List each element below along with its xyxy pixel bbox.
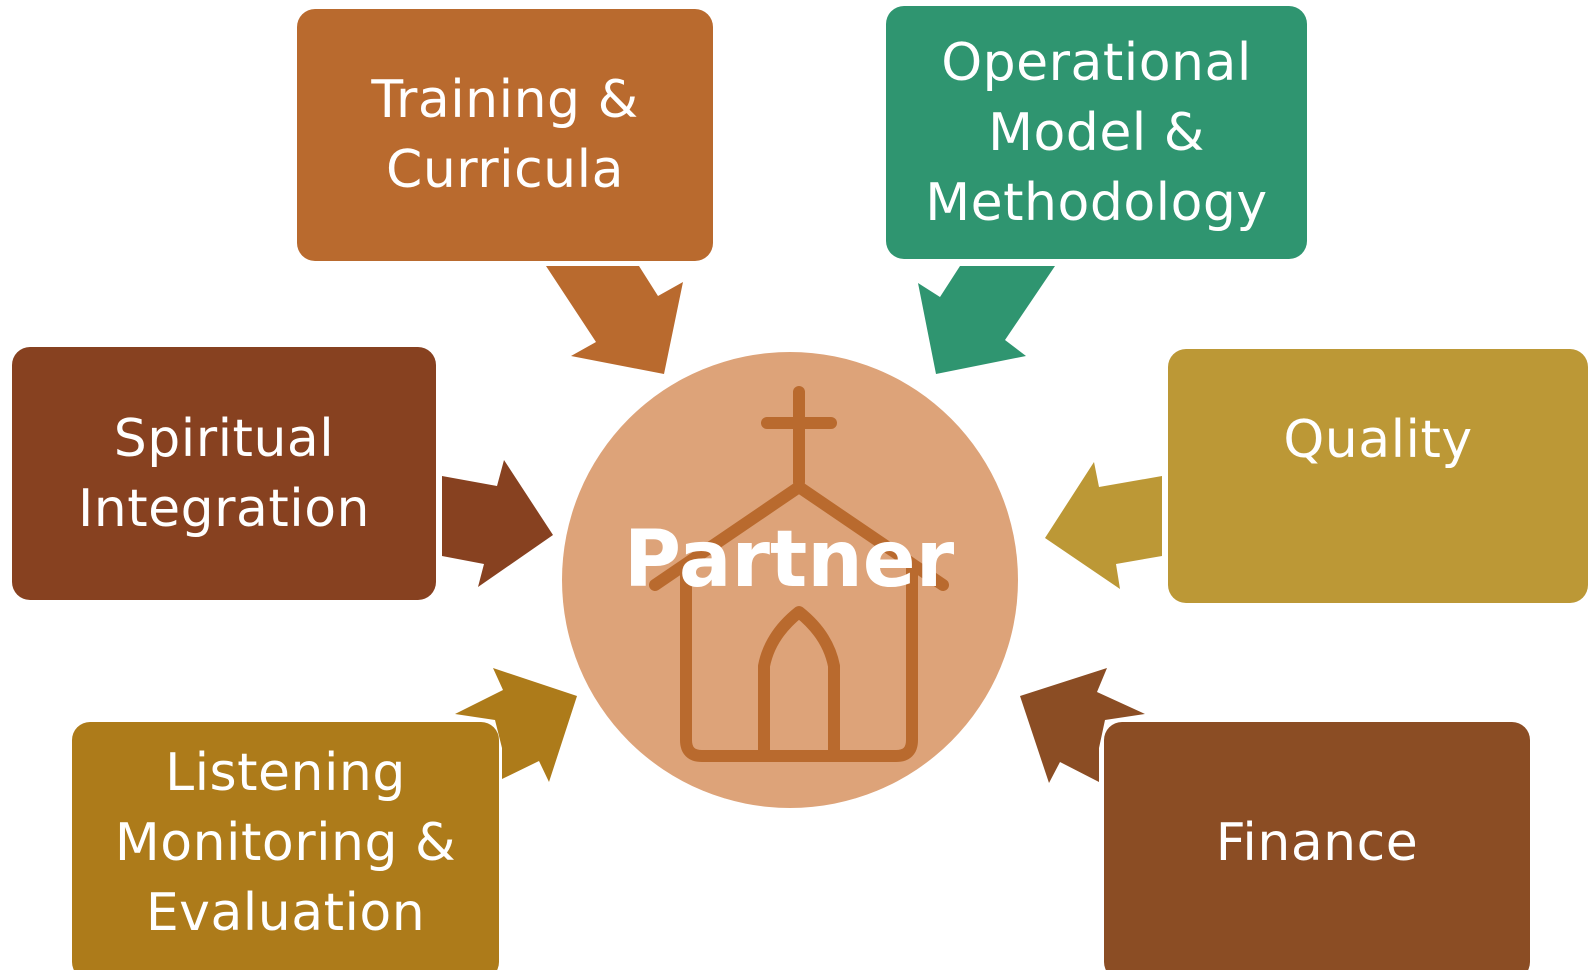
box-training-curricula-label: Training & Curricula — [371, 70, 639, 200]
arrow-quality — [1045, 462, 1162, 589]
church-icon — [649, 386, 949, 762]
arrow-spiritual — [442, 460, 553, 587]
box-spiritual-integration: Spiritual Integration — [12, 347, 436, 600]
arrow-training — [546, 266, 683, 374]
arrow-operational — [918, 266, 1055, 374]
center-label-partner: Partner — [623, 515, 955, 605]
arrow-listening — [455, 668, 577, 782]
box-finance-label: Finance — [1215, 813, 1419, 873]
box-listening-monitoring-evaluation-label: Listening Monitoring & Evaluation — [114, 743, 457, 943]
box-spiritual-integration-label: Spiritual Integration — [77, 408, 371, 539]
box-quality-label: Quality — [1283, 410, 1473, 470]
arrow-finance — [1020, 668, 1145, 783]
box-listening-monitoring-evaluation: Listening Monitoring & Evaluation — [72, 722, 499, 970]
box-quality: Quality — [1168, 349, 1588, 603]
box-finance: Finance — [1104, 722, 1530, 970]
center-circle — [562, 352, 1018, 808]
box-operational-model-label: Operational Model & Methodology — [925, 32, 1268, 233]
box-operational-model: Operational Model & Methodology — [886, 6, 1307, 259]
box-training-curricula: Training & Curricula — [297, 9, 713, 261]
